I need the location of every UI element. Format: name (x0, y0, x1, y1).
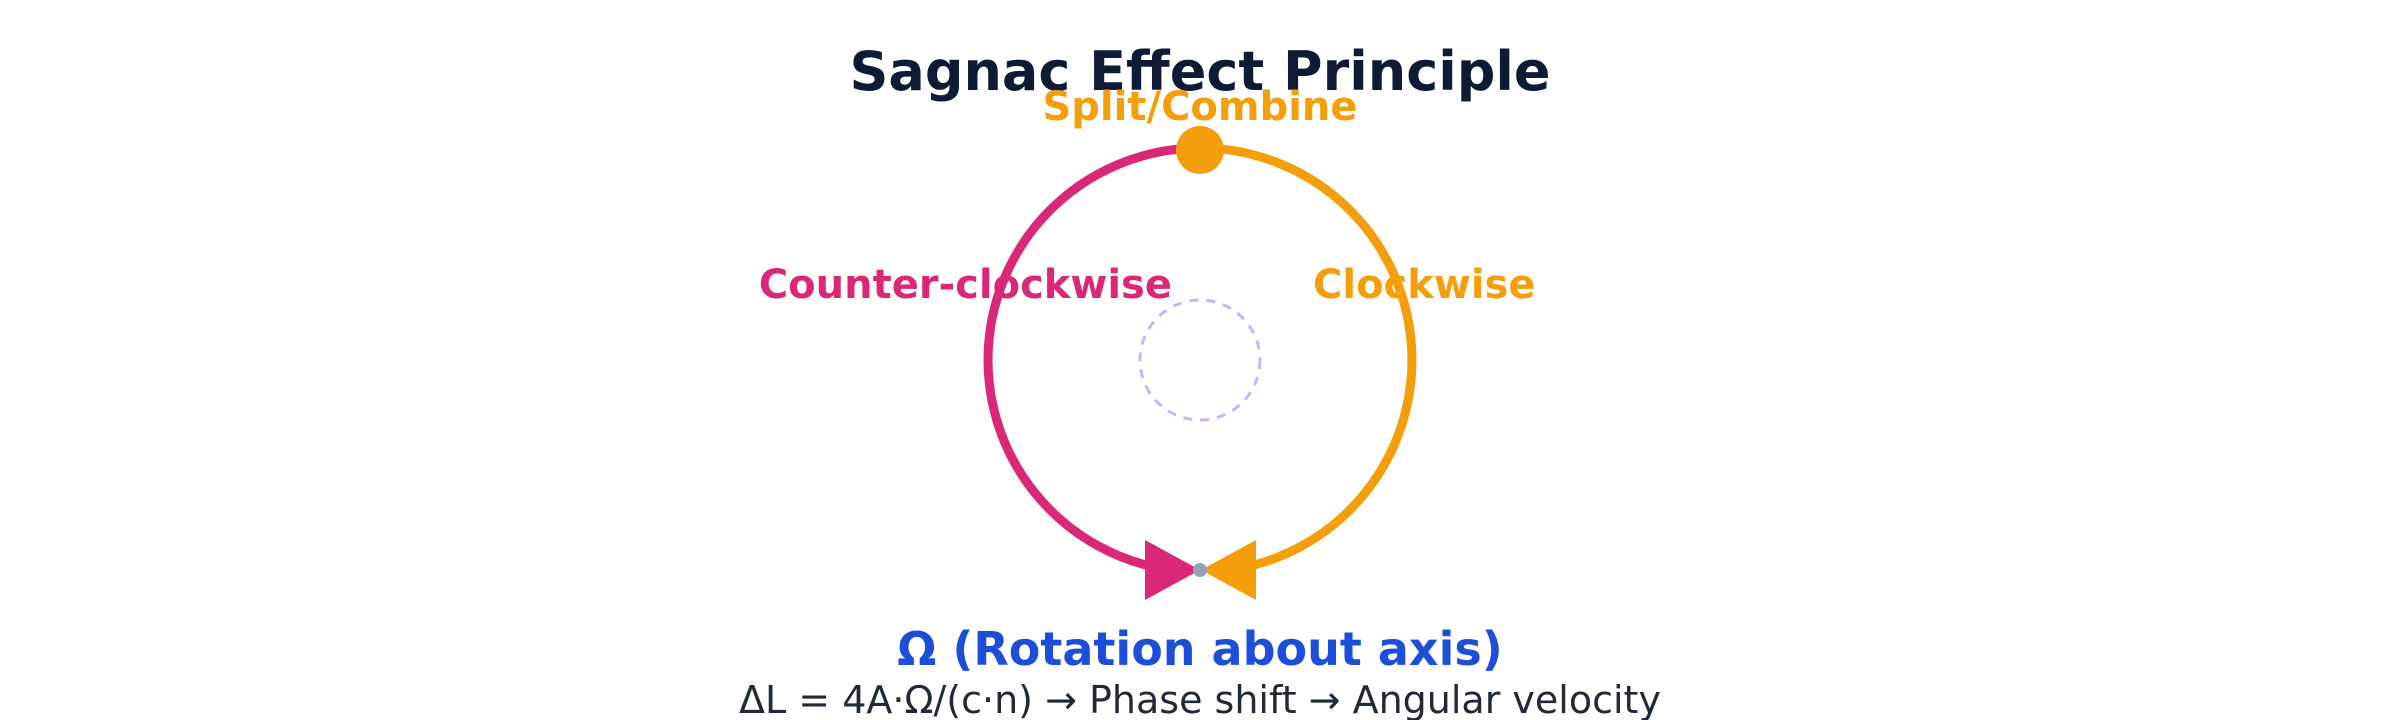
rotation-axis-ring (1138, 298, 1262, 422)
diagram-title: Sagnac Effect Principle (849, 40, 1550, 103)
clockwise-label: Clockwise (1313, 262, 1535, 308)
split-combine-label: Split/Combine (1042, 84, 1357, 130)
combine-node (1193, 563, 1207, 577)
split-combine-node (1176, 126, 1224, 174)
clockwise-arrowhead (1201, 540, 1256, 600)
counter-clockwise-path (983, 143, 1201, 575)
counter-clockwise-label: Counter-clockwise (759, 262, 1172, 308)
clockwise-path (1199, 143, 1417, 575)
counter-clockwise-arrowhead (1145, 540, 1200, 600)
phase-shift-formula: ΔL = 4A·Ω/(c·n) → Phase shift → Angular … (739, 678, 1661, 720)
rotation-label: Ω (Rotation about axis) (897, 622, 1503, 676)
